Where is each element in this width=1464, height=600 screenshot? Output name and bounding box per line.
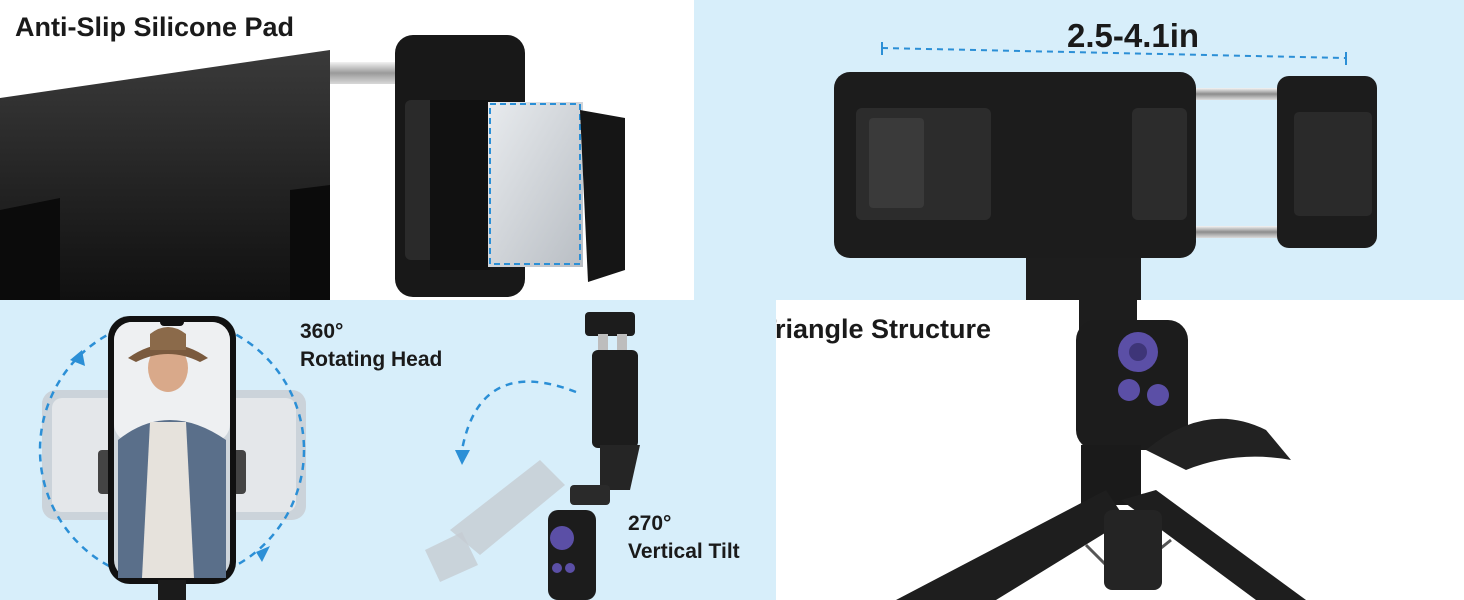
- rotating-label: Rotating Head: [300, 348, 443, 371]
- panel-width-range: 2.5-4.1in: [694, 0, 1464, 300]
- tripod-leg-right: [1121, 490, 1306, 600]
- tilt-label: Vertical Tilt: [628, 540, 740, 563]
- caption-width-range: 2.5-4.1in: [1067, 17, 1200, 54]
- person-photo: [148, 344, 188, 392]
- rotation-arrow-bottom: [256, 546, 270, 562]
- tilt-degrees: 270°: [628, 512, 672, 535]
- rotating-degrees: 360°: [300, 320, 344, 343]
- rotation-arc: [38, 316, 306, 584]
- measure-line: [881, 47, 1347, 59]
- rotation-tilt-illustration: [38, 312, 640, 600]
- caption-rotating: 360° Rotating Head: [300, 318, 442, 374]
- caption-silicone-pad: Anti-Slip Silicone Pad: [15, 12, 295, 42]
- caption-triangle: Triangle Structure: [776, 314, 992, 344]
- panel-rotation-tilt: 360° Rotating Head 270° Vertical Tilt: [0, 300, 776, 600]
- clamp-width-illustration: [834, 42, 1377, 300]
- tripod-leg-back: [1146, 418, 1291, 470]
- pad-outline: [489, 103, 581, 265]
- panel-silicone-pad: Anti-Slip Silicone Pad: [0, 0, 694, 300]
- remote-button: [550, 526, 574, 550]
- rotation-arrow-top: [70, 350, 85, 366]
- clamp-closeup-illustration: [0, 35, 625, 300]
- panel-triangle-structure: Triangle Structure: [776, 300, 1464, 600]
- tripod-leg-left: [896, 490, 1126, 600]
- caption-tilt: 270° Vertical Tilt: [628, 510, 740, 566]
- tilt-arc: [460, 380, 577, 451]
- tilt-arrow: [455, 450, 470, 465]
- tripod-illustration: [896, 300, 1306, 600]
